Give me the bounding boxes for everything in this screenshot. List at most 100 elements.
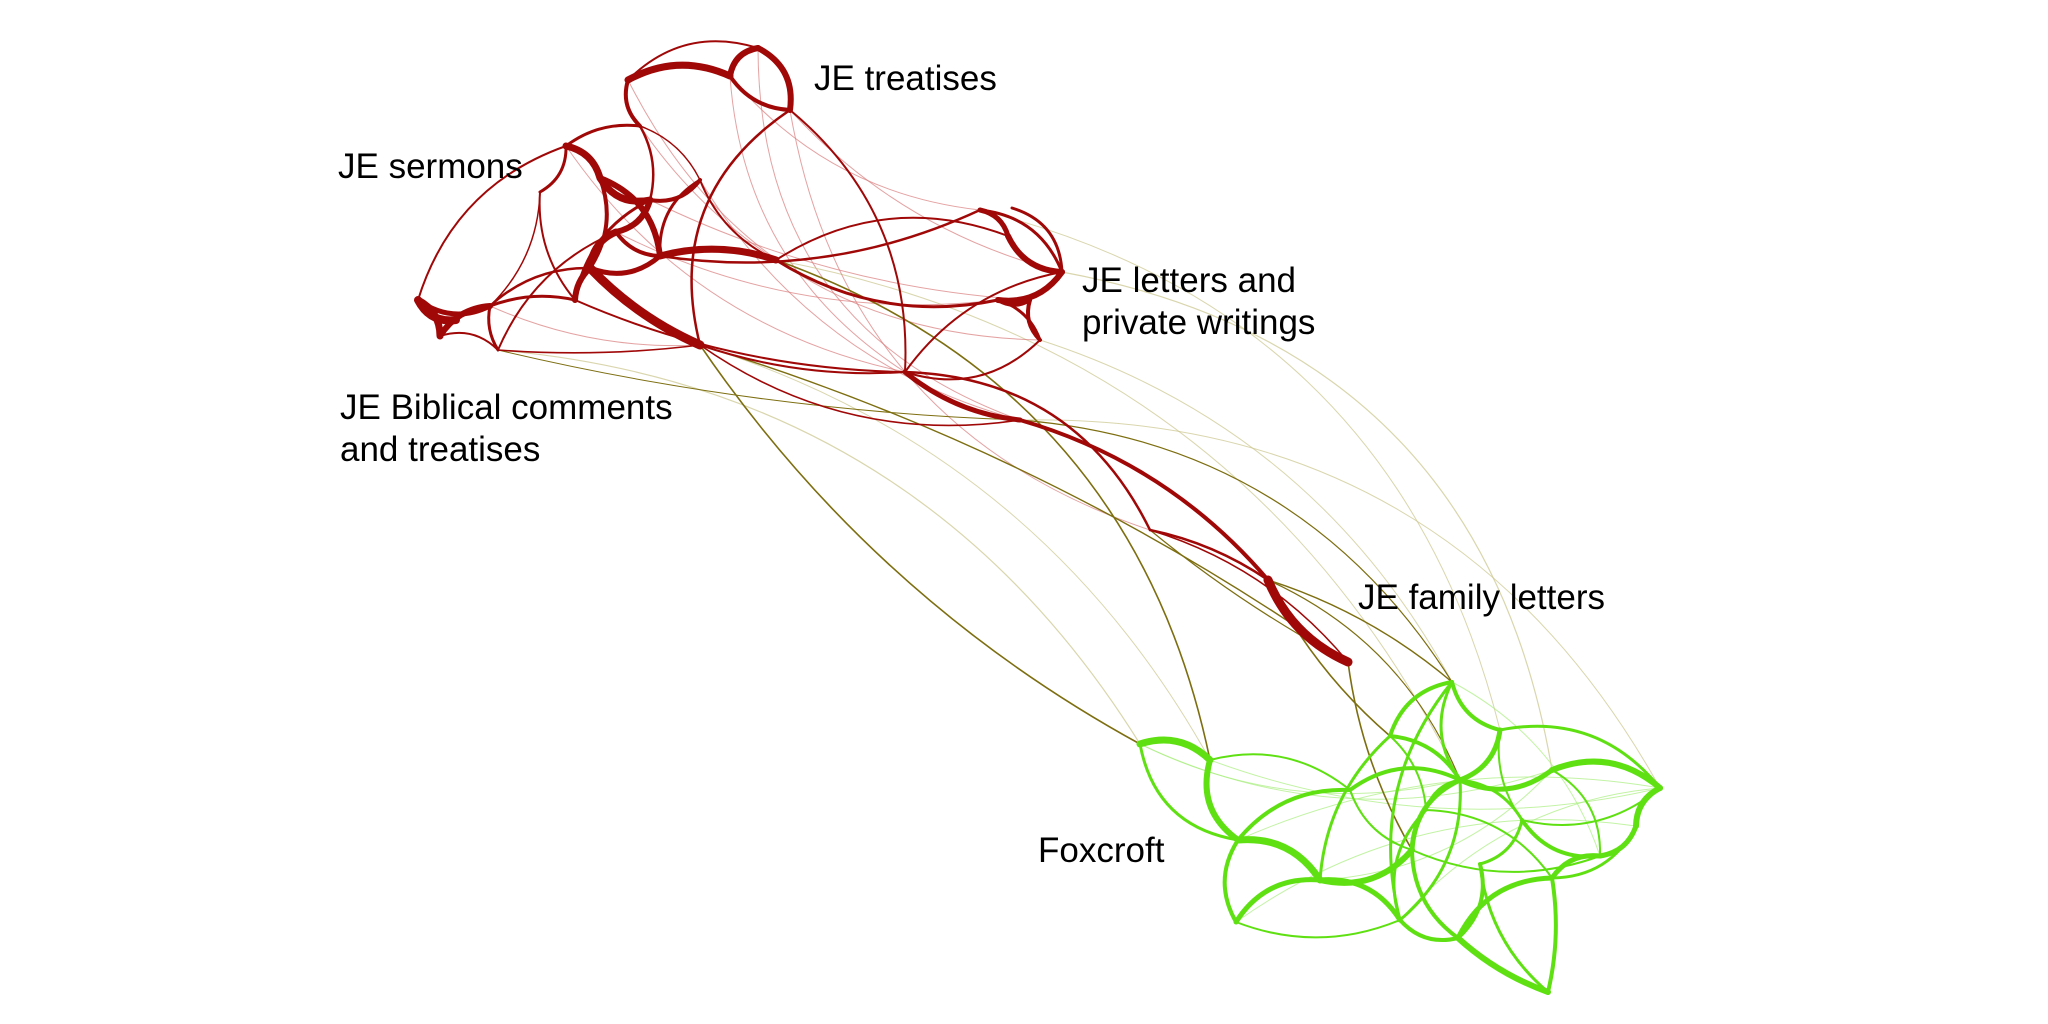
label-je-treatises: JE treatises [814, 58, 997, 100]
network-edge [1318, 734, 1392, 882]
network-edge [904, 339, 1041, 381]
network-edge [414, 296, 460, 325]
network-edge [1520, 818, 1602, 859]
network-edge [627, 40, 759, 81]
network-edge [562, 142, 604, 182]
network-edge [597, 175, 663, 259]
network-edge [1497, 729, 1523, 821]
network-edge [1263, 575, 1353, 667]
network-edge [699, 344, 1211, 761]
network-edge [699, 344, 1021, 427]
foxcroft-edges-layer [1136, 680, 1663, 995]
network-edge [439, 331, 499, 351]
label-je-treatises-text: JE treatises [814, 59, 997, 98]
network-edge [624, 61, 734, 84]
network-edge [1450, 680, 1502, 732]
network-edge [587, 253, 663, 276]
network-edge [1457, 767, 1555, 792]
network-edge [690, 108, 792, 347]
network-edge [728, 74, 792, 112]
label-je-biblical-line2: and treatises [340, 430, 541, 469]
network-edge [699, 344, 1141, 745]
label-je-biblical: JE Biblical comments and treatises [340, 387, 673, 471]
network-edge [904, 271, 1063, 373]
network-edge [639, 125, 777, 261]
network-edge [649, 199, 1031, 301]
network-edge [903, 370, 1152, 532]
network-edge [1222, 838, 1240, 924]
network-edge [658, 178, 702, 258]
network-edge [1203, 757, 1241, 843]
network-edge [564, 123, 642, 148]
network-edge [639, 125, 701, 181]
network-edge [789, 109, 907, 373]
network-edge [1451, 681, 1601, 857]
network-edge [1398, 918, 1460, 943]
network-edge [699, 344, 1349, 663]
network-edge [1209, 753, 1351, 791]
label-je-family-letters: JE family letters [1358, 577, 1605, 619]
network-edge [648, 178, 702, 203]
network-edge [1061, 271, 1553, 771]
network-edge [727, 45, 761, 79]
network-edge [1234, 836, 1324, 884]
network-edge [656, 245, 780, 264]
network-edge [1521, 787, 1661, 826]
network-edge [497, 344, 701, 354]
network-edge [1388, 680, 1454, 738]
network-edge [497, 231, 617, 351]
network-edge [1455, 875, 1555, 941]
network-edge [995, 269, 1065, 304]
bridge-edges-layer [497, 259, 1461, 851]
network-edge [1549, 758, 1663, 791]
network-edge [1039, 339, 1453, 683]
network-edge [699, 179, 777, 261]
label-foxcroft: Foxcroft [1038, 830, 1164, 872]
label-je-letters: JE letters and private writings [1082, 260, 1315, 344]
faint-edges-layer [489, 47, 1661, 923]
network-edge [755, 45, 794, 113]
network-edge [1019, 419, 1453, 683]
network-edge [1319, 769, 1553, 881]
network-edge [1235, 819, 1637, 923]
network-edge [1478, 862, 1550, 994]
network-edge [623, 78, 642, 128]
network-edge [1398, 778, 1462, 922]
network-edge [1136, 736, 1214, 764]
network-edge [1424, 778, 1462, 812]
network-edge [588, 176, 609, 270]
network-edge [488, 294, 577, 308]
network-edge [1139, 743, 1461, 795]
network-edge [1237, 776, 1661, 841]
network-edge [497, 349, 1141, 745]
network-edge [417, 145, 567, 301]
network-edge [585, 263, 705, 350]
network-edge [574, 299, 906, 373]
label-je-letters-line1: JE letters and [1082, 261, 1296, 300]
network-edge [1498, 724, 1662, 790]
network-edge [775, 216, 1009, 261]
network-edge [1410, 848, 1460, 940]
network-edge [1209, 759, 1661, 810]
network-edge [1138, 742, 1240, 842]
network-edge [729, 75, 906, 373]
network-edge [1478, 818, 1524, 866]
network-edge [699, 344, 906, 375]
network-edge [614, 230, 662, 258]
network-edge [565, 145, 906, 373]
network-edge [1317, 877, 1403, 923]
label-je-biblical-line1: JE Biblical comments [340, 388, 673, 427]
network-edge [1018, 418, 1270, 582]
network-edge [1148, 528, 1270, 582]
network-edge [488, 266, 592, 308]
network-edge [1550, 824, 1638, 880]
network-edge [978, 208, 1064, 274]
network-edge [487, 304, 500, 352]
je-edges-layer [414, 40, 1353, 667]
network-edge [1633, 785, 1663, 829]
network-edge [1010, 206, 1064, 274]
network-edge [538, 191, 576, 301]
label-foxcroft-text: Foxcroft [1038, 831, 1165, 870]
label-je-family-letters-text: JE family letters [1358, 578, 1605, 617]
